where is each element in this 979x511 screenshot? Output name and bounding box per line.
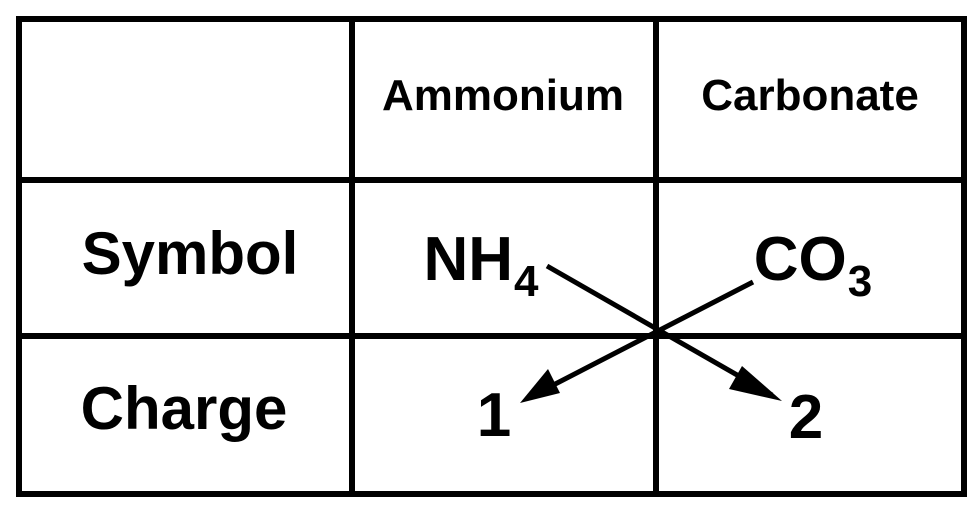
arrowhead-left <box>520 369 560 403</box>
header-ammonium: Ammonium <box>382 71 624 120</box>
table-border <box>16 16 967 497</box>
ammonium-symbol-subscript: 4 <box>514 257 539 306</box>
carbonate-symbol-base: CO <box>753 225 847 294</box>
header-carbonate: Carbonate <box>701 71 919 120</box>
arrow-carbonate-to-ammonium-charge <box>530 279 755 399</box>
ammonium-symbol-base: NH <box>423 225 514 294</box>
arrowhead-right <box>729 366 782 401</box>
carbonate-symbol-subscript: 3 <box>847 257 873 306</box>
ammonium-symbol: NH4 <box>423 229 538 304</box>
row-label-symbol: Symbol <box>81 220 299 287</box>
carbonate-charge: 2 <box>788 383 824 452</box>
ammonium-charge: 1 <box>476 381 512 450</box>
row-label-charge: Charge <box>80 375 288 442</box>
carbonate-symbol: CO3 <box>754 229 872 304</box>
